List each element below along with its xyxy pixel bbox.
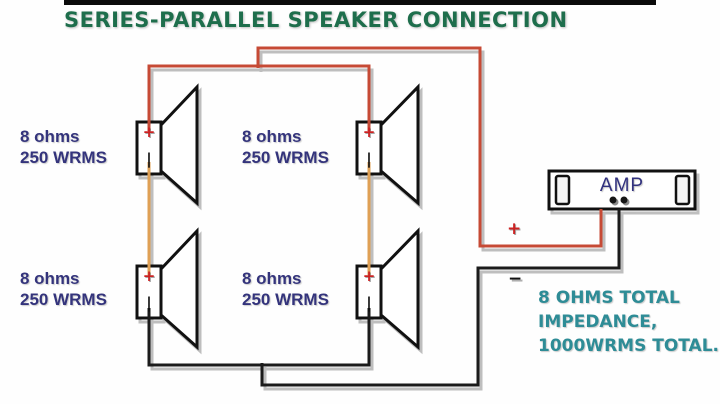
amp-label: AMP xyxy=(599,175,645,196)
plus-terminal-icon: + xyxy=(142,267,156,285)
minus-terminal-icon: | xyxy=(146,150,152,168)
power-value: 250 WRMS xyxy=(20,290,107,309)
positive-wire-amp-segment xyxy=(256,46,603,248)
plus-terminal-icon: + xyxy=(362,267,376,285)
summary-line: 1000WRMS TOTAL. xyxy=(538,336,720,356)
positive-wire-plus-icon: + xyxy=(507,219,522,239)
impedance-value: 8 ohms xyxy=(242,127,302,146)
impedance-value: 8 ohms xyxy=(20,127,80,146)
binding-post-right xyxy=(620,196,628,204)
plus-terminal-icon: + xyxy=(362,123,376,141)
power-value: 250 WRMS xyxy=(20,148,107,167)
total-impedance-note: 8 OHMS TOTAL IMPEDANCE, 1000WRMS TOTAL. xyxy=(538,286,719,358)
speaker-top-left xyxy=(135,83,199,207)
negative-wire-amp-segment xyxy=(260,209,621,387)
summary-line: IMPEDANCE, xyxy=(538,312,658,332)
impedance-value: 8 ohms xyxy=(20,269,80,288)
power-value: 250 WRMS xyxy=(242,290,329,309)
speaker-label-top-left: 8 ohms 250 WRMS xyxy=(20,126,107,168)
wire-layer xyxy=(147,46,621,387)
top-edge-artifact xyxy=(64,0,656,5)
amp-unit xyxy=(547,169,697,211)
amp-handle-left xyxy=(554,174,571,206)
impedance-value: 8 ohms xyxy=(242,269,302,288)
amp-handle-right xyxy=(674,174,691,206)
speaker-horn xyxy=(379,227,420,351)
speaker-horn xyxy=(159,83,199,207)
speaker-horn xyxy=(379,83,420,207)
speaker-bottom-middle xyxy=(355,227,420,351)
negative-wire-bus xyxy=(147,308,371,367)
binding-post-left xyxy=(609,196,617,204)
minus-terminal-icon: | xyxy=(146,294,152,312)
diagram-title: SERIES-PARALLEL SPEAKER CONNECTION xyxy=(64,8,568,32)
speaker-label-bottom-left: 8 ohms 250 WRMS xyxy=(20,268,107,310)
speaker-label-top-middle: 8 ohms 250 WRMS xyxy=(242,126,329,168)
negative-wire-minus-icon: − xyxy=(508,269,523,289)
positive-wire-bus xyxy=(147,64,371,131)
power-value: 250 WRMS xyxy=(242,148,329,167)
speaker-top-middle xyxy=(355,83,420,207)
minus-terminal-icon: | xyxy=(366,150,372,168)
summary-line: 8 OHMS TOTAL xyxy=(538,288,680,308)
speaker-bottom-left xyxy=(135,227,199,351)
speaker-label-bottom-middle: 8 ohms 250 WRMS xyxy=(242,268,329,310)
minus-terminal-icon: | xyxy=(366,294,372,312)
plus-terminal-icon: + xyxy=(142,123,156,141)
speaker-horn xyxy=(159,227,199,351)
